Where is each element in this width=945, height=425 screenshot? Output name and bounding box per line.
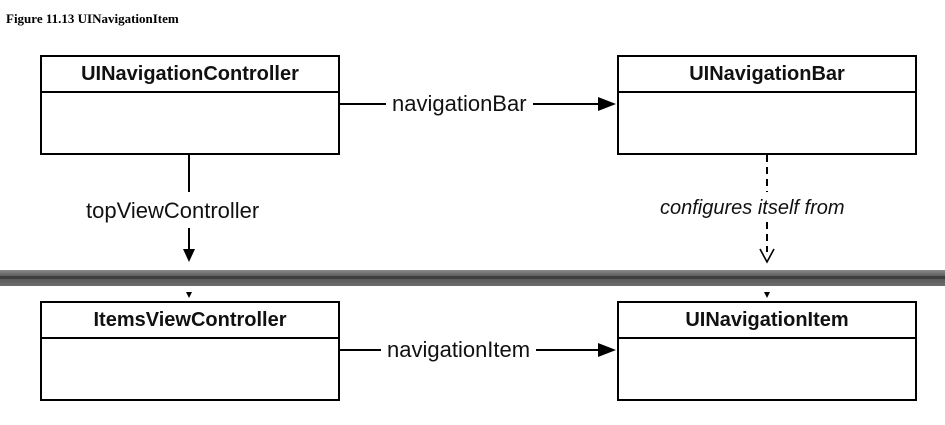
navigation-item-arrowhead xyxy=(598,343,616,357)
items-view-controller-title: ItemsViewController xyxy=(42,303,338,339)
top-view-controller-arrowhead-tip xyxy=(186,292,192,298)
navigation-bar-arrowhead xyxy=(598,97,616,111)
top-view-controller-arrowhead xyxy=(183,249,195,262)
ui-navigation-item-box: UINavigationItem xyxy=(617,301,917,401)
navigation-bar-label: navigationBar xyxy=(386,93,533,115)
top-view-controller-label: topViewController xyxy=(82,200,264,222)
page-divider xyxy=(0,270,945,286)
navigation-item-label: navigationItem xyxy=(381,339,537,361)
ui-navigation-controller-box: UINavigationController xyxy=(40,55,340,155)
configures-arrowhead-tip xyxy=(764,292,770,298)
ui-navigation-bar-box: UINavigationBar xyxy=(617,55,917,155)
items-view-controller-box: ItemsViewController xyxy=(40,301,340,401)
configures-itself-from-label: configures itself from xyxy=(660,197,845,219)
figure-caption: Figure 11.13 UINavigationItem xyxy=(6,11,179,26)
ui-navigation-controller-title: UINavigationController xyxy=(42,57,338,93)
configures-open-arrowhead xyxy=(759,248,775,264)
ui-navigation-bar-title: UINavigationBar xyxy=(619,57,915,93)
ui-navigation-item-title: UINavigationItem xyxy=(619,303,915,339)
